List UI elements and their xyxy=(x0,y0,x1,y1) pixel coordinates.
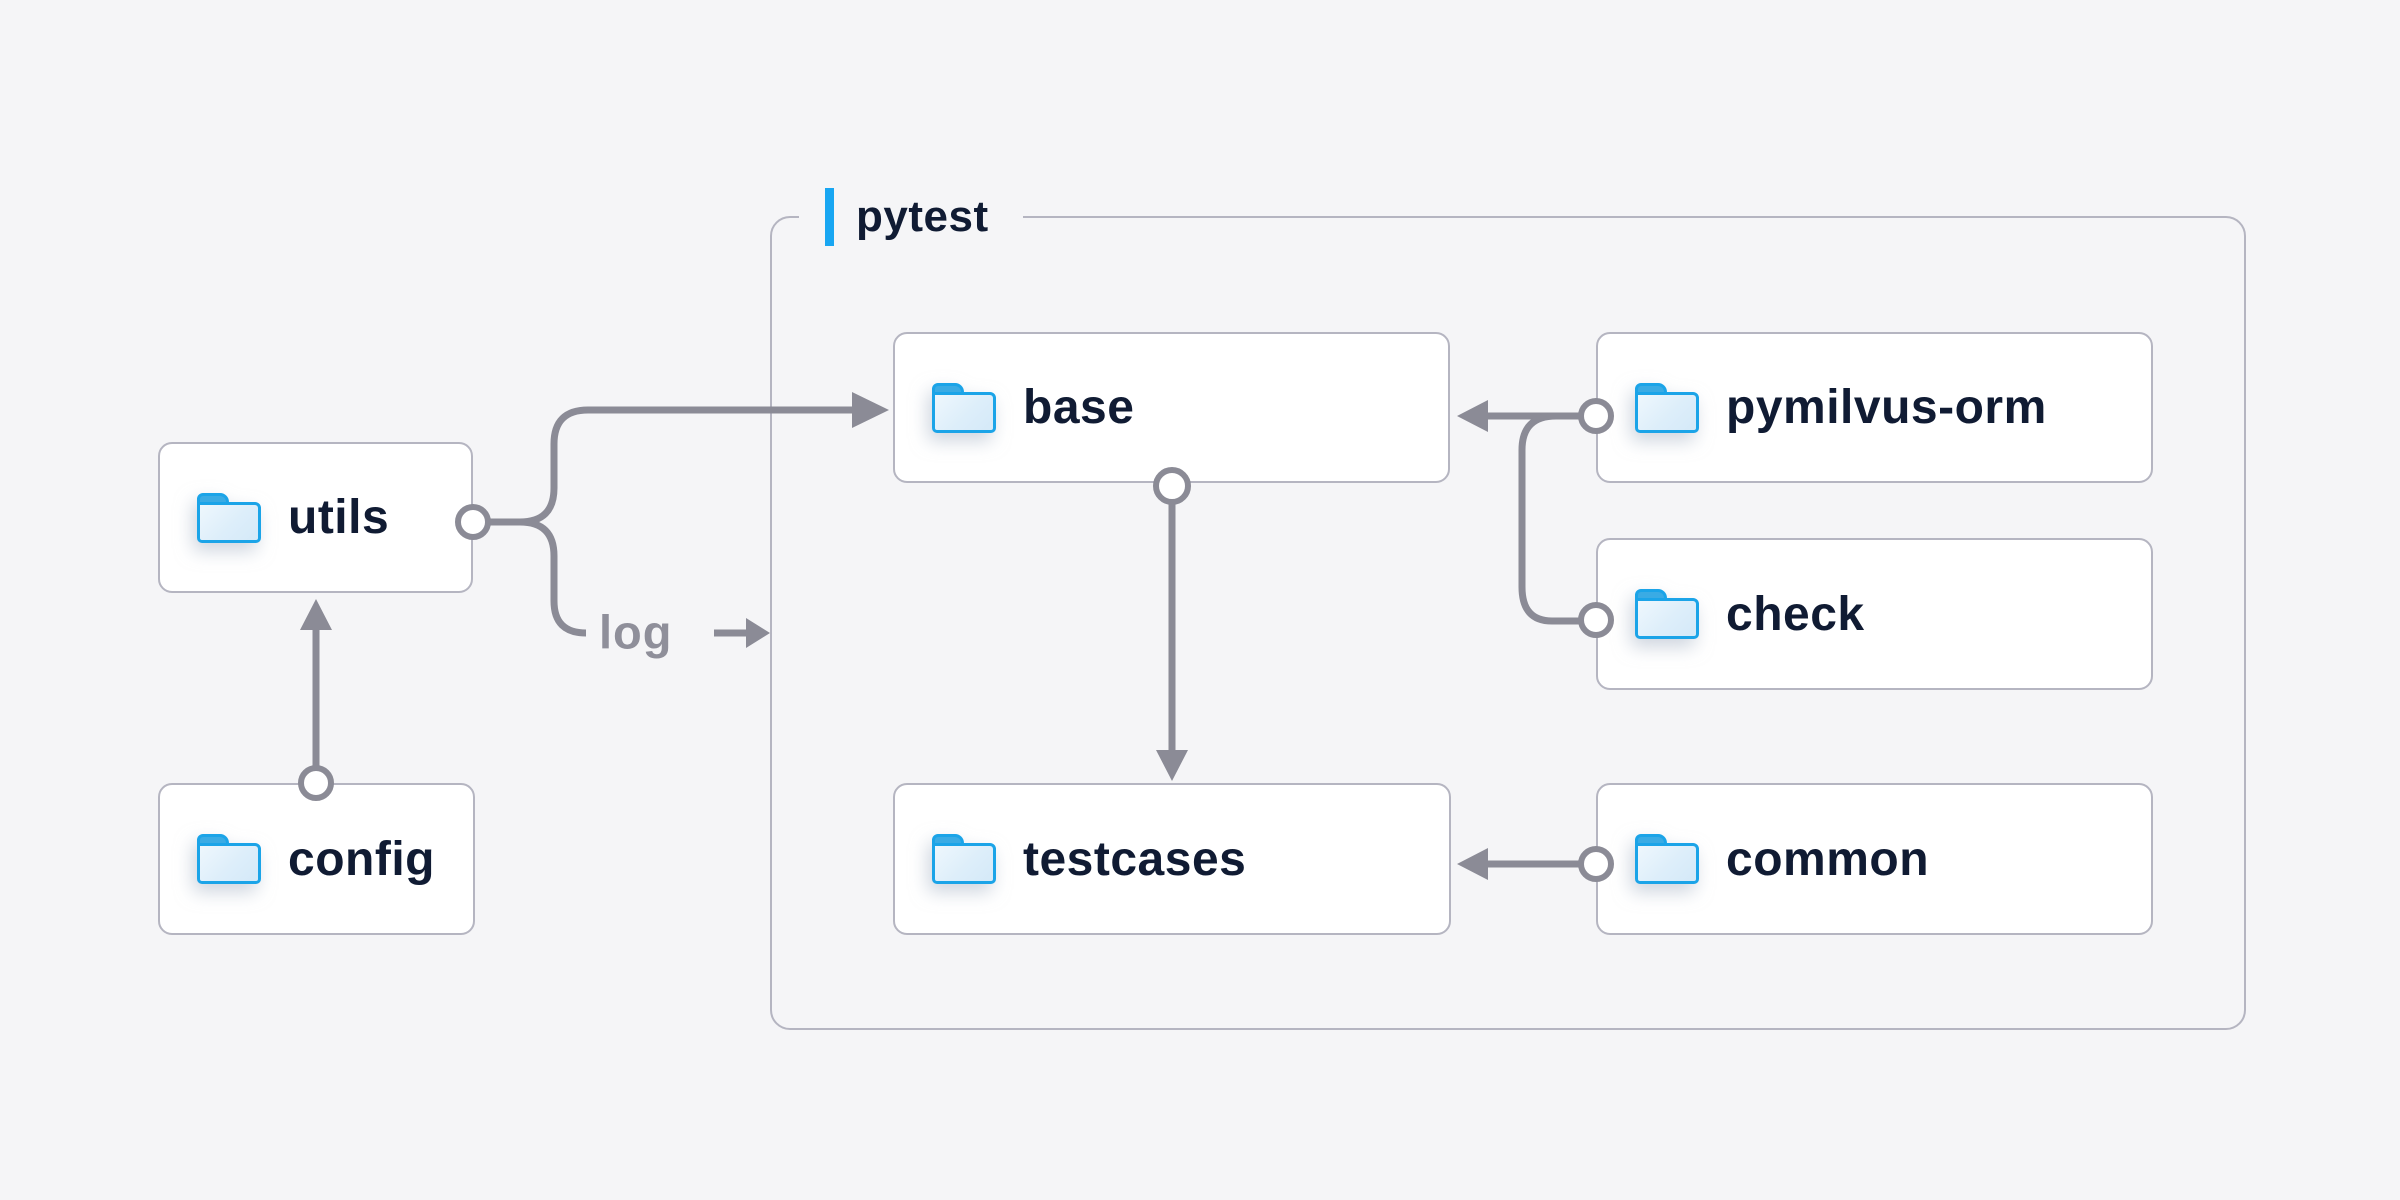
arrowhead-log-pytest xyxy=(746,618,770,648)
folder-icon xyxy=(932,834,996,884)
pytest-group-container: pytest xyxy=(770,187,2246,1030)
node-testcases: testcases xyxy=(893,783,1451,935)
edge-utils-log xyxy=(519,518,587,637)
node-config: config xyxy=(158,783,475,935)
node-label: base xyxy=(1023,381,1135,434)
node-label: utils xyxy=(288,491,390,544)
node-common: common xyxy=(1596,783,2153,935)
node-label: common xyxy=(1726,832,1930,886)
folder-icon xyxy=(1635,589,1699,639)
node-base: base xyxy=(893,332,1450,483)
pytest-group-title: pytest xyxy=(799,187,1023,247)
node-pymilvus-orm: pymilvus-orm xyxy=(1596,332,2153,483)
folder-icon xyxy=(1635,834,1699,884)
node-label: check xyxy=(1726,587,1865,641)
arrowhead-config-utils xyxy=(300,599,332,630)
node-check: check xyxy=(1596,538,2153,690)
folder-icon xyxy=(197,834,261,884)
node-label: config xyxy=(288,832,435,886)
folder-icon xyxy=(932,382,996,433)
folder-icon xyxy=(1635,382,1699,433)
node-label: pymilvus-orm xyxy=(1726,381,2047,434)
pytest-group-label: pytest xyxy=(856,192,989,241)
log-edge-label: log xyxy=(599,605,673,659)
node-label: testcases xyxy=(1023,832,1247,886)
folder-icon xyxy=(197,492,261,543)
title-accent-bar-icon xyxy=(825,188,834,246)
node-utils: utils xyxy=(158,442,473,593)
